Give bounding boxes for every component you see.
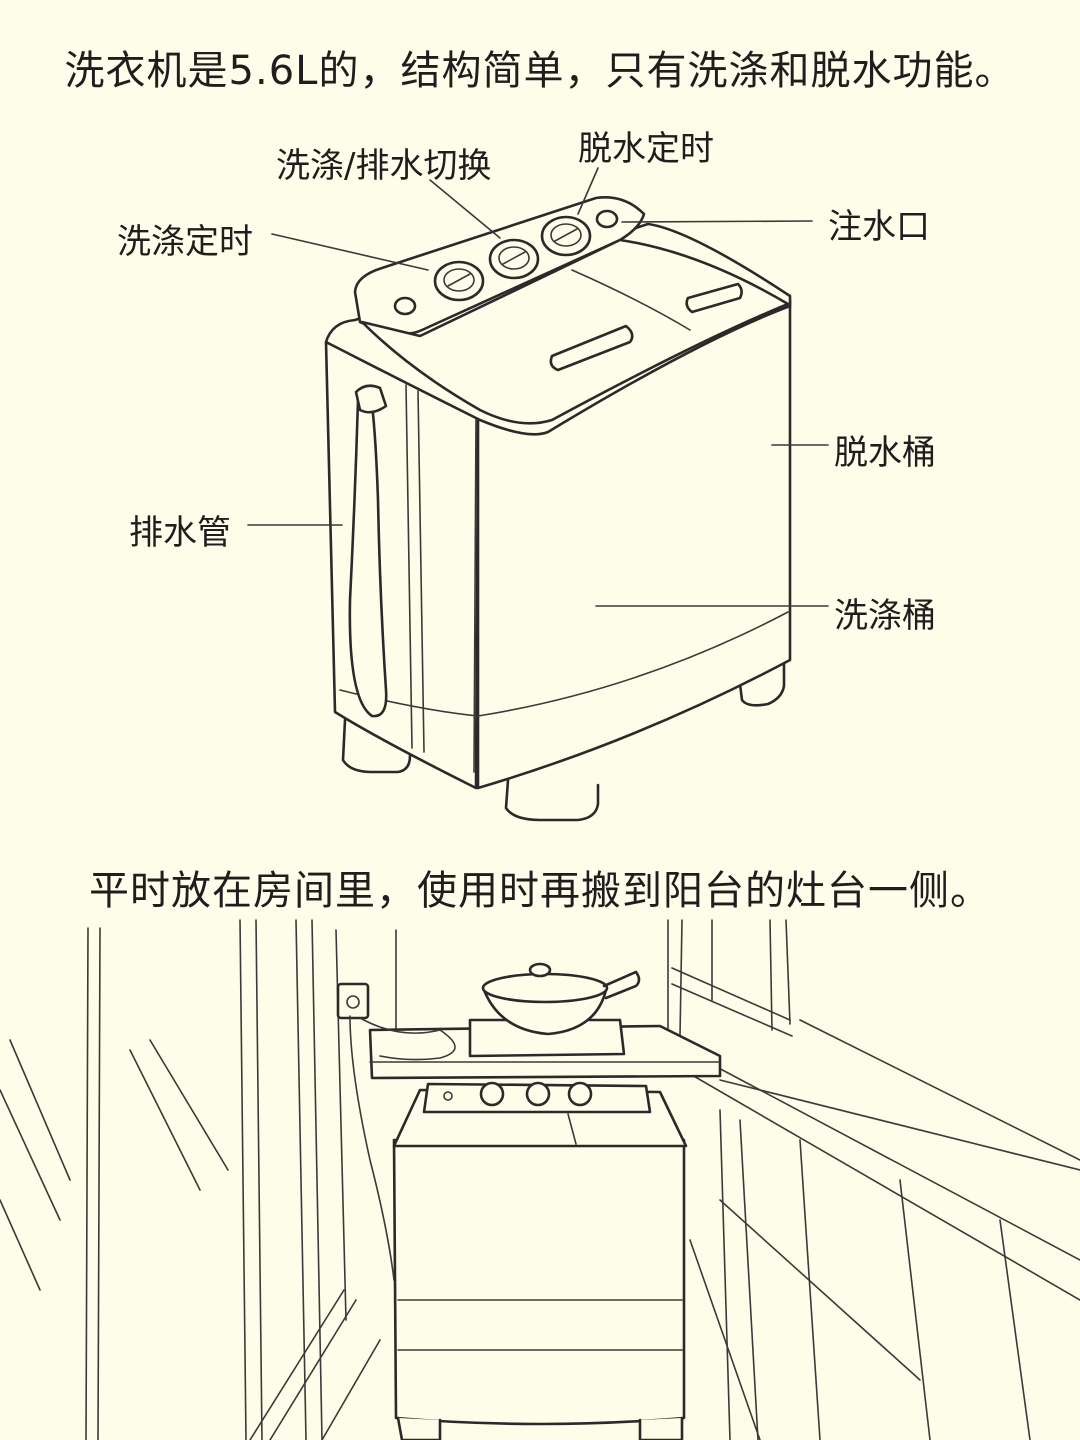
knob-wash-timer-icon (433, 260, 485, 302)
label-wash-drain-switch: 洗涤/排水切换 (276, 146, 492, 186)
label-wash-tub: 洗涤桶 (834, 596, 936, 636)
lid-handle-rear (685, 282, 743, 314)
hose-clip-icon (354, 384, 388, 414)
power-cord (349, 1015, 395, 1281)
balcony-scene (0, 919, 1080, 1440)
label-wash-timer: 洗涤定时 (117, 222, 253, 262)
wall-socket-icon (336, 982, 370, 1020)
washing-machine-diagram (247, 167, 829, 822)
label-drain-hose: 排水管 (129, 513, 231, 553)
drain-hose-icon (348, 398, 388, 718)
indicator-light-icon (393, 296, 417, 316)
water-inlet-icon (595, 209, 619, 229)
foot-right (738, 658, 786, 707)
label-spin-tub: 脱水桶 (834, 433, 936, 473)
washer-body (392, 1138, 686, 1426)
foot-front (504, 778, 600, 822)
lid-handle-front (549, 324, 634, 372)
knob-spin-timer-icon (540, 215, 592, 257)
knob-wash-drain-switch-icon (488, 238, 540, 280)
caption-bottom: 平时放在房间里，使用时再搬到阳台的灶台一侧。 (89, 868, 991, 914)
caption-top: 洗衣机是5.6L的，结构简单，只有洗涤和脱水功能。 (64, 48, 1016, 94)
lid-surface (360, 238, 790, 425)
label-spin-timer: 脱水定时 (578, 129, 714, 169)
label-water-inlet: 注水口 (828, 207, 930, 247)
